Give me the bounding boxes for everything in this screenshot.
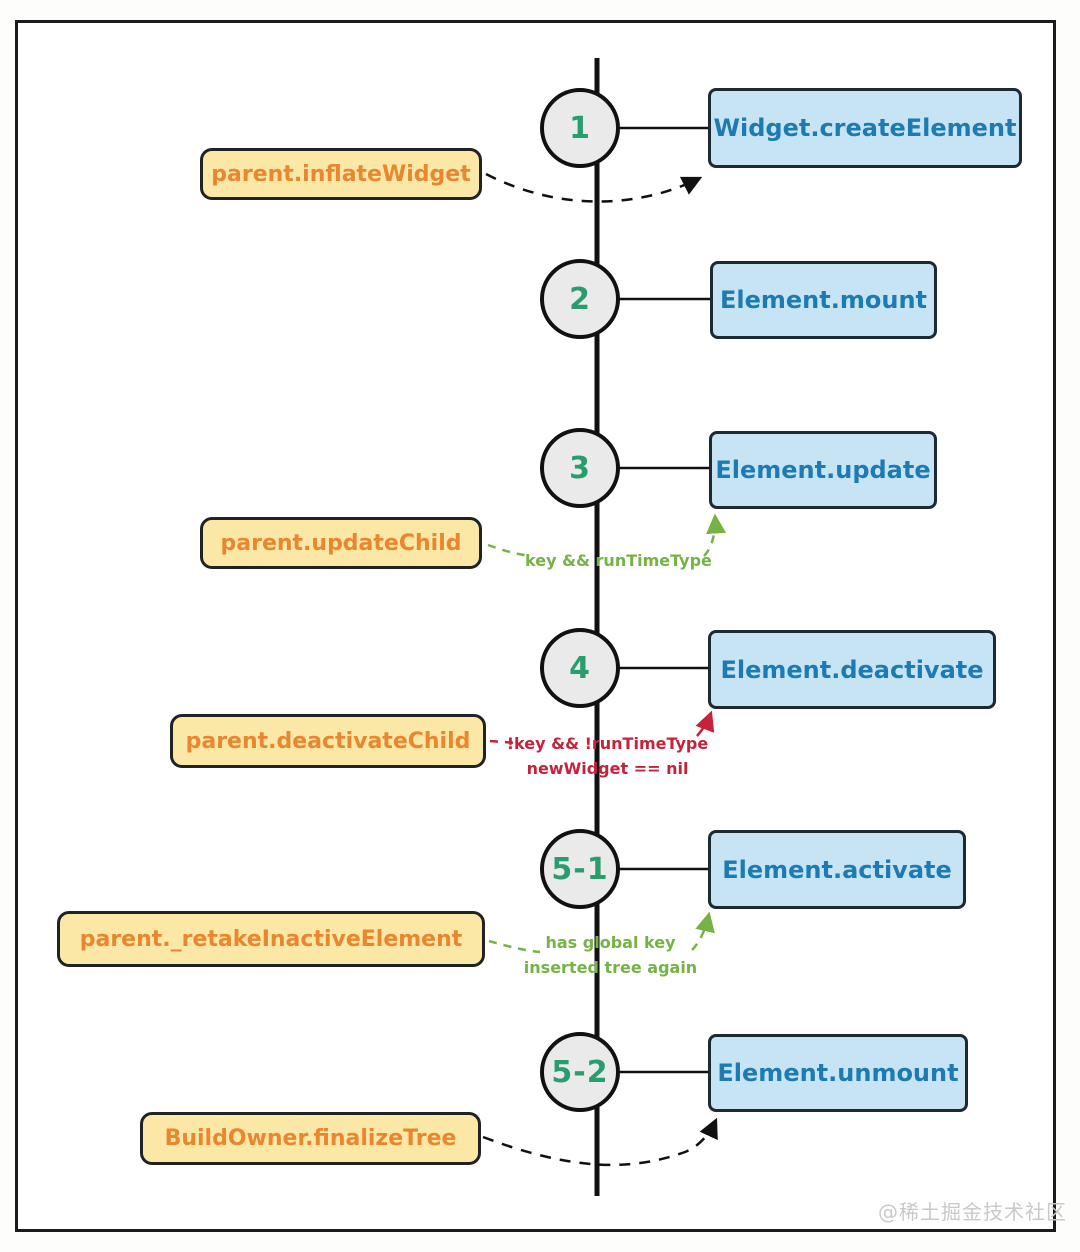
arrow-deactivatechild-head <box>695 710 715 737</box>
caller-box-deactivatechild: parent.deactivateChild <box>170 714 486 768</box>
caller-box-inflatewidget: parent.inflateWidget <box>200 148 482 200</box>
step-number-5-1: 5-1 <box>551 851 609 887</box>
step-circle-3 <box>540 428 620 508</box>
arrow-deactivatechild-lead <box>489 739 518 745</box>
watermark: @稀土掘金技术社区 <box>878 1200 1067 1224</box>
condition-deactivate: !key && !runTimeType newWidget == nil <box>500 731 715 781</box>
method-box-unmount: Element.unmount <box>708 1034 968 1112</box>
method-box-deactivate: Element.deactivate <box>708 630 996 709</box>
arrow-retake-head <box>691 911 715 951</box>
step-number-4: 4 <box>569 650 591 686</box>
arrow-updatechild-head <box>703 513 727 557</box>
method-box-mount: Element.mount <box>710 261 937 339</box>
caller-box-updatechild: parent.updateChild <box>200 517 482 569</box>
condition-update: key && runTimeType <box>525 551 712 570</box>
step-number-5-2: 5-2 <box>551 1054 609 1090</box>
method-box-createelement: Widget.createElement <box>708 88 1022 168</box>
method-box-activate: Element.activate <box>708 830 966 909</box>
step-circle-4 <box>540 628 620 708</box>
step-number-3: 3 <box>569 450 591 486</box>
condition-activate: has global key inserted tree again <box>518 930 703 980</box>
arrow-inflatewidget <box>485 172 703 203</box>
caller-box-finalizetree: BuildOwner.finalizeTree <box>140 1112 481 1165</box>
arrow-updatechild-lead <box>487 543 531 558</box>
diagram-frame <box>15 20 1056 1232</box>
caller-box-retakeinactive: parent._retakeInactiveElement <box>57 911 485 967</box>
condition-activate-line2: inserted tree again <box>523 958 698 977</box>
step-number-2: 2 <box>569 281 591 317</box>
condition-deactivate-line1: !key && !runTimeType <box>506 734 709 753</box>
step-circle-2 <box>540 259 620 339</box>
step-number-1: 1 <box>569 110 591 146</box>
step-circle-5-1 <box>540 829 620 909</box>
step-circle-1 <box>540 88 620 168</box>
condition-activate-line1: has global key <box>545 933 676 952</box>
step-circle-5-2 <box>540 1032 620 1112</box>
condition-deactivate-line2: newWidget == nil <box>526 759 689 778</box>
arrow-retake-lead <box>488 939 541 954</box>
method-box-update: Element.update <box>709 431 937 509</box>
